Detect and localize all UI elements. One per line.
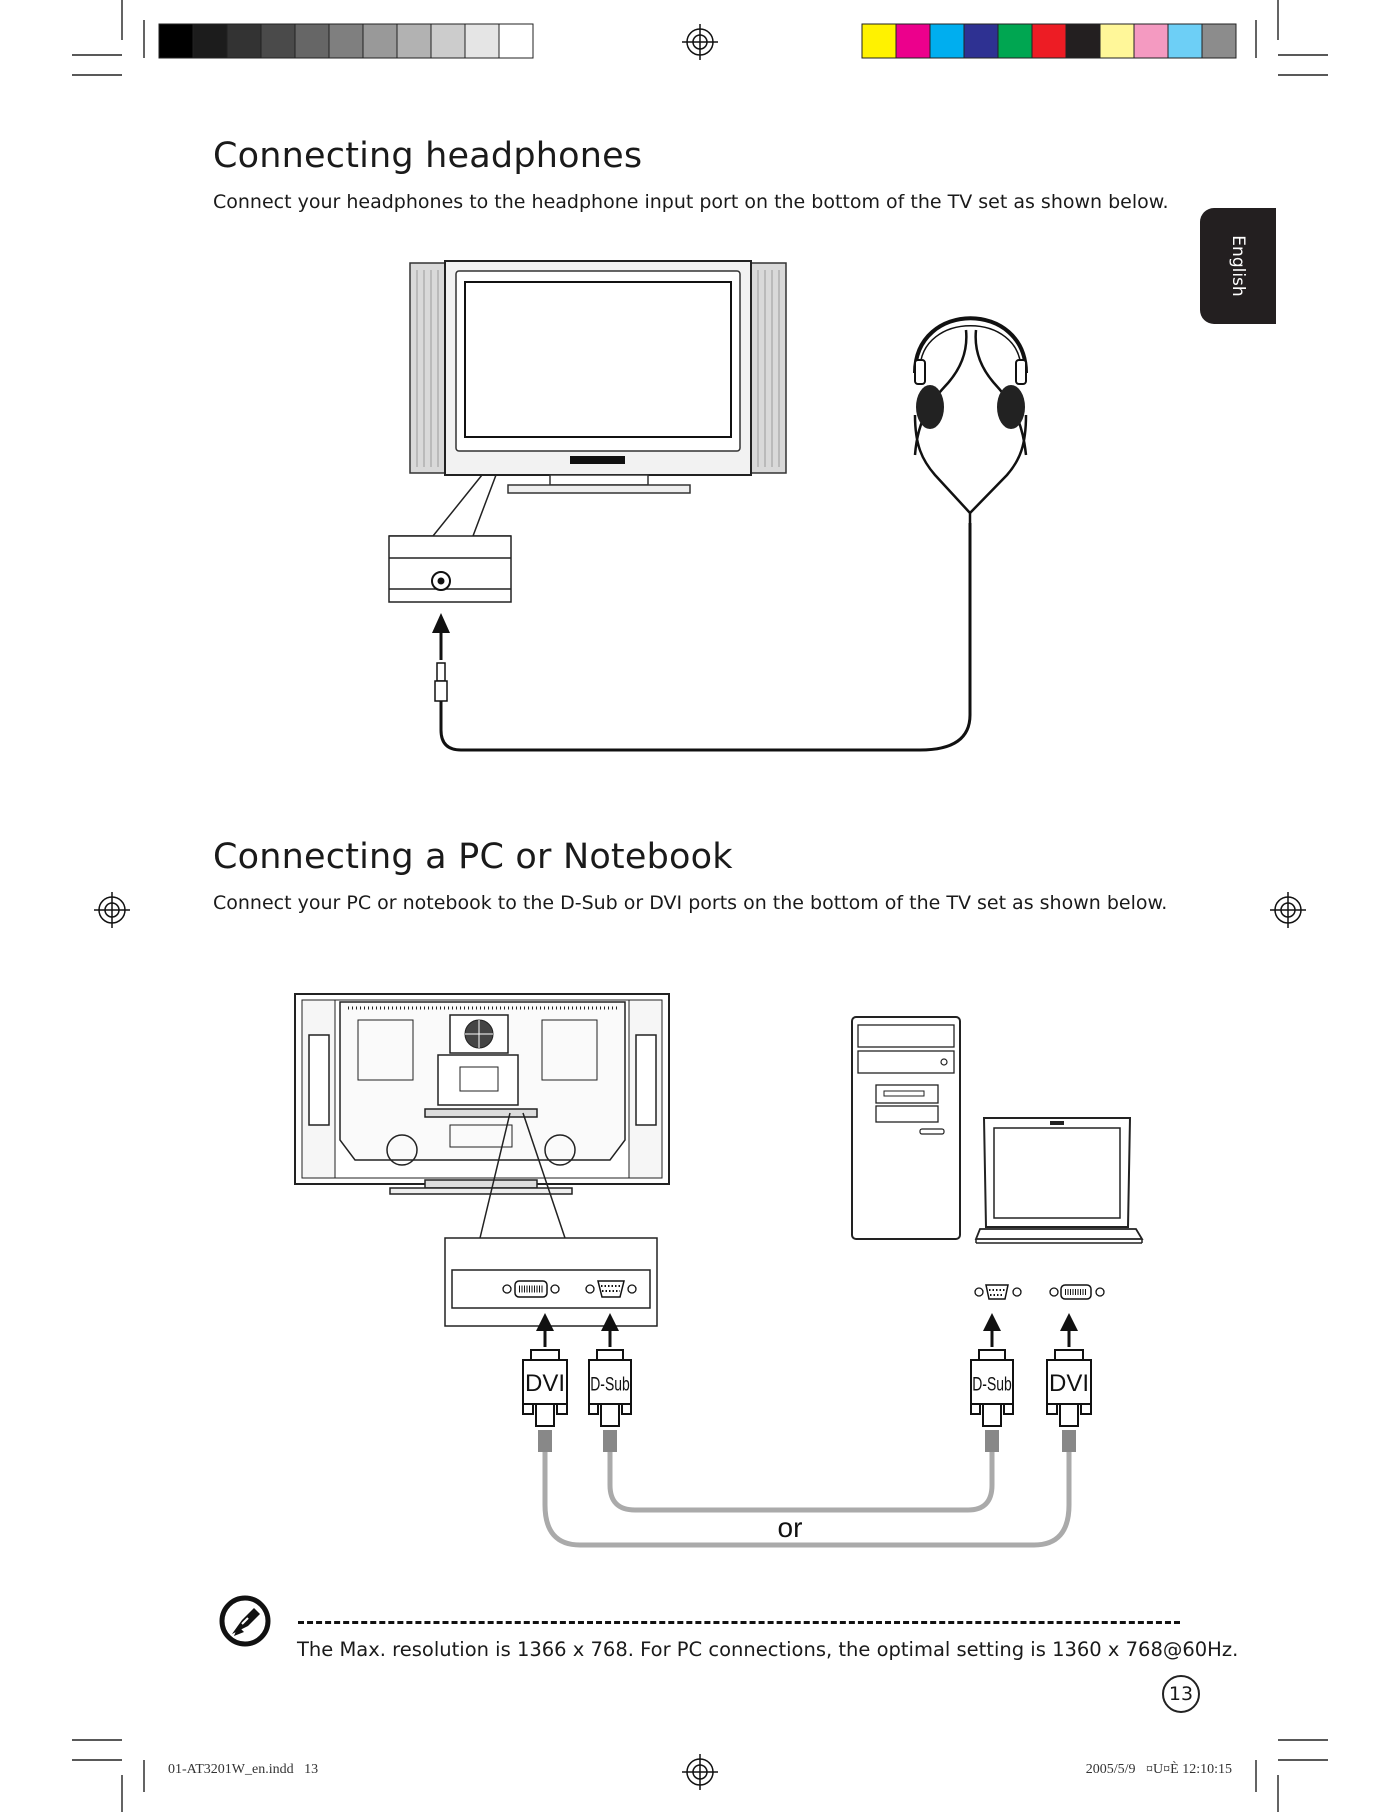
dsub-plug-tv [588,1349,632,1427]
color-calibration-swatch [1167,23,1203,59]
printer-marks-top [72,0,1328,76]
color-calibration-swatch [1065,23,1101,59]
tv-rear-illustration [294,993,670,1195]
language-side-tab: English [1200,208,1276,324]
gray-calibration-swatch [430,23,466,59]
footer-file-slug: 01-AT3201W_en.indd 13 [168,1762,319,1777]
gray-calibration-swatch [158,23,194,59]
gray-calibration-swatch [226,23,262,59]
section-description-headphones: Connect your headphones to the headphone… [213,191,1169,213]
registration-mark-icon [94,892,130,928]
color-calibration-swatch [963,23,999,59]
pc-dsub-port [974,1284,1022,1300]
printer-marks-bottom [72,1739,1328,1812]
color-calibration-swatch [929,23,965,59]
tv-dvi-port [502,1280,560,1298]
pc-dvi-port [1049,1284,1105,1300]
gray-calibration-swatch [294,23,330,59]
section-description-pc: Connect your PC or notebook to the D-Sub… [213,892,1168,914]
note-text: The Max. resolution is 1366 x 768. For P… [297,1638,1239,1661]
dvi-plug-tv [522,1349,568,1427]
note-divider [298,1621,1180,1624]
pc-connection-diagram: DVI D-Sub D-Sub DVI or [294,993,1144,1548]
color-calibration-swatch [1201,23,1237,59]
gray-calibration-swatch [328,23,364,59]
color-calibration-swatch [1133,23,1169,59]
registration-mark-icon [1270,892,1306,928]
gray-calibration-swatch [498,23,534,59]
dsub-label-pc: D-Sub [972,1373,1012,1395]
gray-calibration-swatch [192,23,228,59]
headphones-icon [913,316,1028,523]
gray-calibration-swatch [396,23,432,59]
headphone-port-closeup [388,535,512,603]
registration-mark-icon [682,24,718,60]
or-label: or [778,1512,803,1543]
pc-tower-illustration [851,1016,961,1240]
registration-mark-icon [682,1754,718,1790]
section-title-pc: Connecting a PC or Notebook [213,837,733,877]
tv-front-illustration [409,260,787,494]
color-calibration-swatch [997,23,1033,59]
page-number: 13 [1162,1675,1200,1713]
tv-port-closeup [444,1237,658,1327]
note-icon [219,1595,271,1647]
dsub-label-tv: D-Sub [590,1373,630,1395]
dvi-plug-pc [1046,1349,1092,1427]
footer-timestamp-slug: 2005/5/9 ¤U¤È 12:10:15 [1085,1762,1232,1777]
section-title-headphones: Connecting headphones [213,136,643,176]
gray-calibration-swatch [362,23,398,59]
notebook-illustration [974,1117,1144,1244]
color-calibration-swatch [861,23,897,59]
color-calibration-swatch [895,23,931,59]
dvi-label-pc: DVI [1049,1370,1089,1397]
dsub-plug-pc [970,1349,1014,1427]
gray-calibration-swatch [260,23,296,59]
color-calibration-swatch [1031,23,1067,59]
dvi-label-tv: DVI [525,1370,565,1397]
language-tab-label: English [1228,235,1248,297]
tv-dsub-port [585,1280,637,1298]
gray-calibration-swatch [464,23,500,59]
headphone-connection-diagram [388,260,1028,752]
color-calibration-swatch [1099,23,1135,59]
